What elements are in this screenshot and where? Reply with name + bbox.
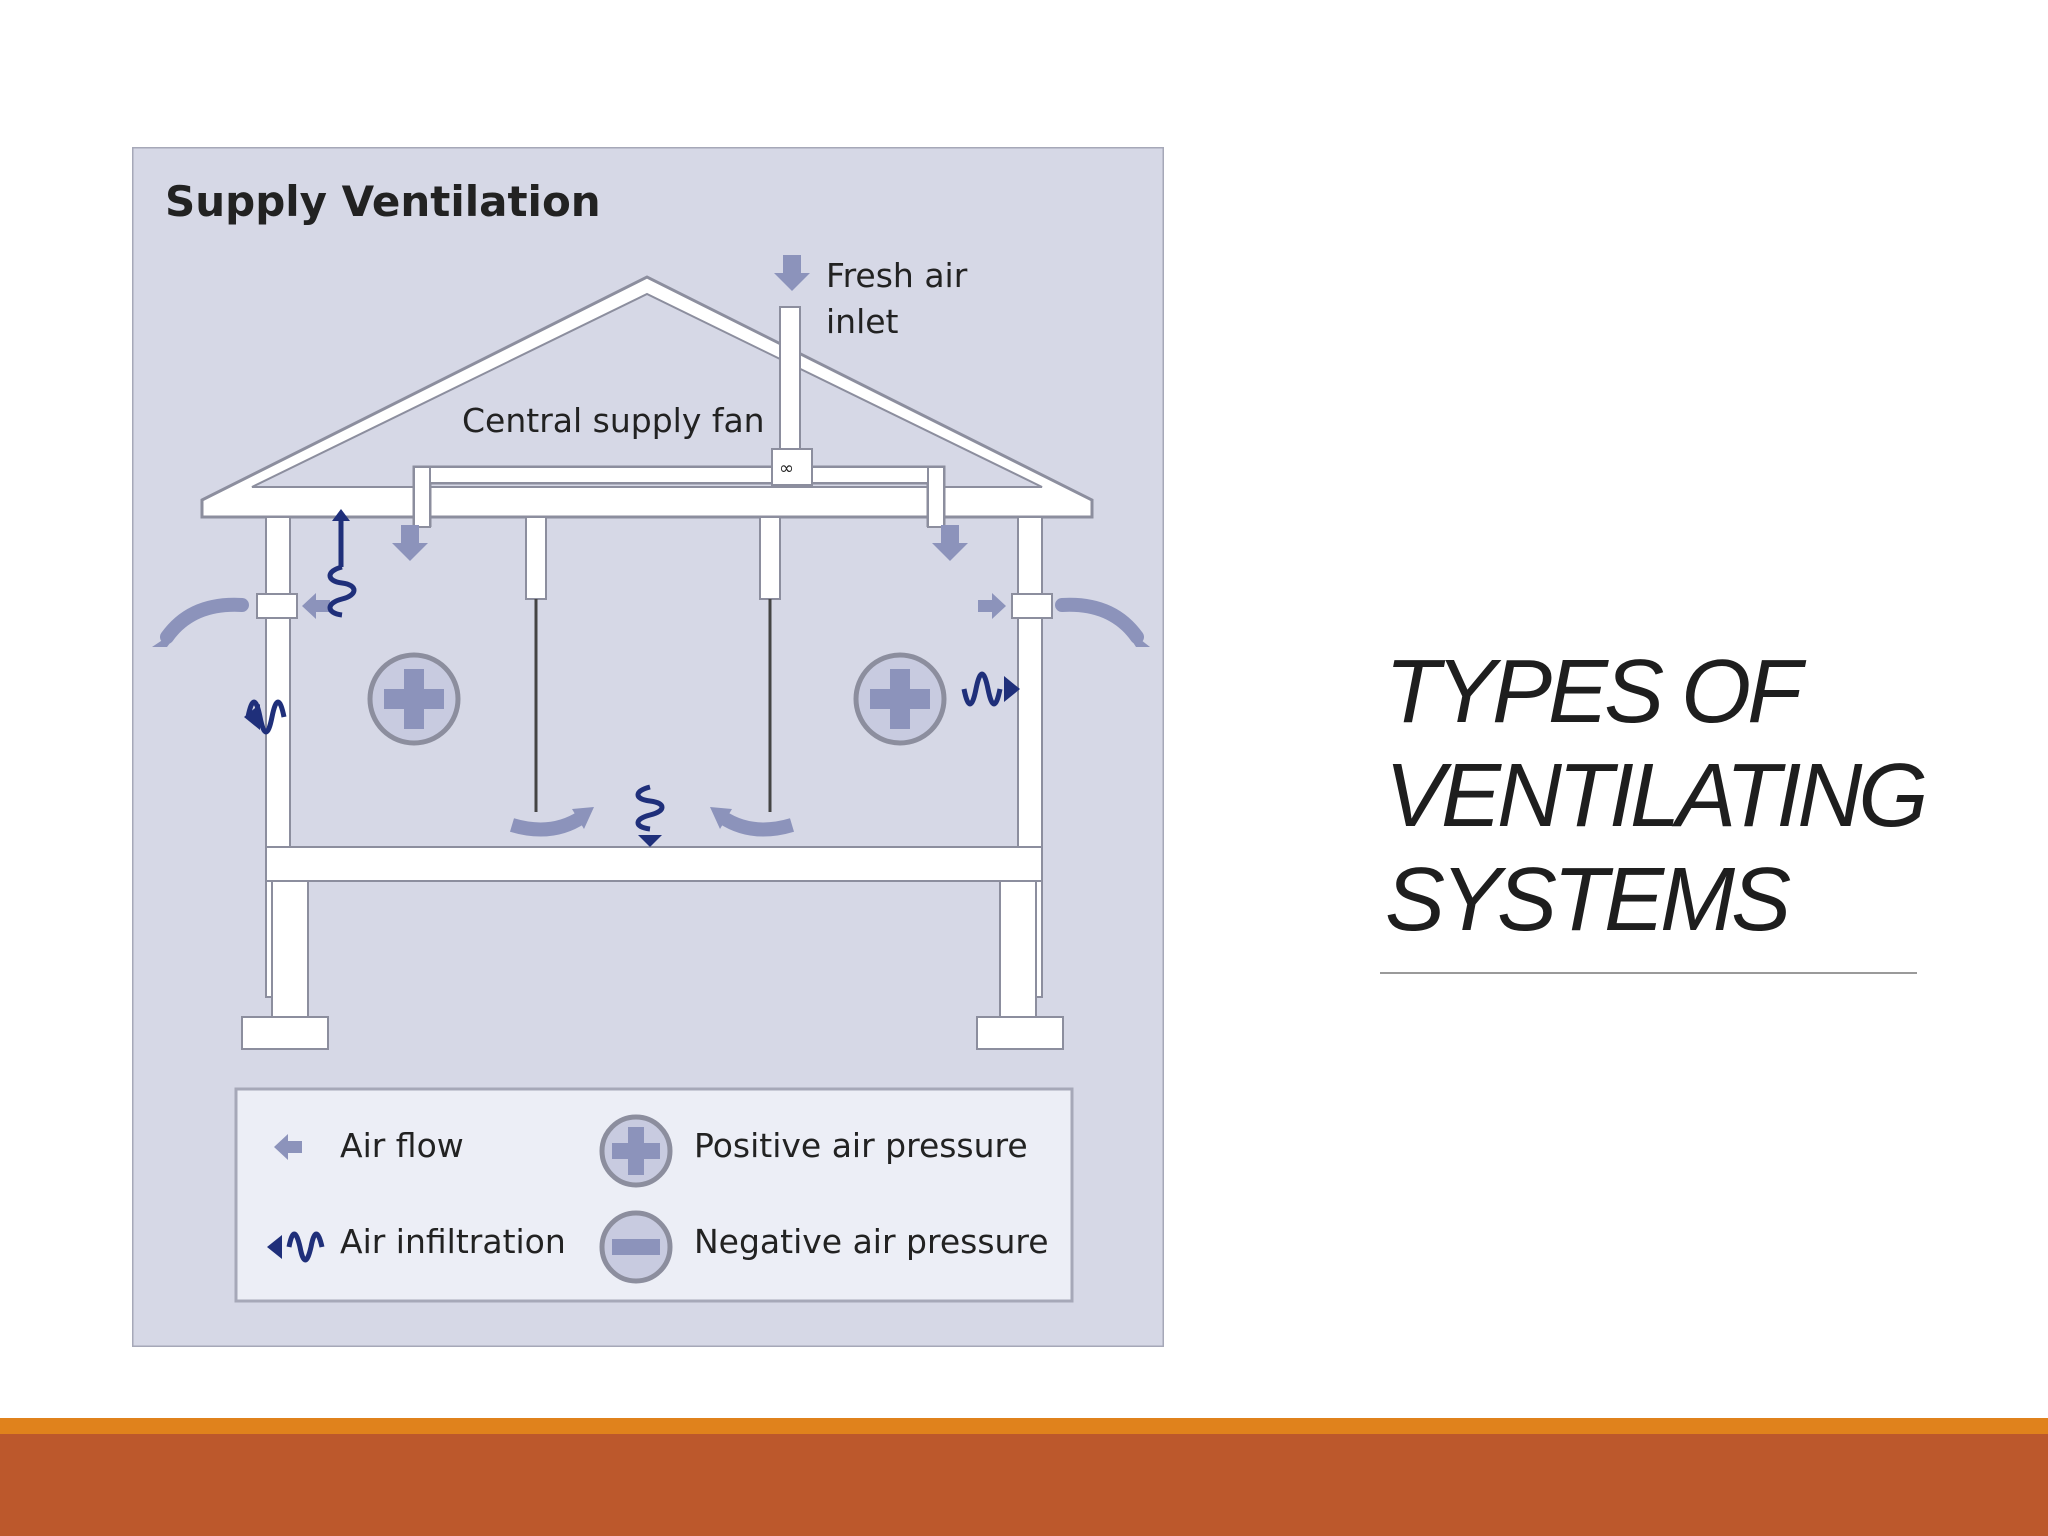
door-flow-left-icon [509, 811, 586, 837]
fresh-air-pipe [779, 306, 801, 458]
left-vent [256, 593, 298, 619]
slide-title-line: TYPES OF [1385, 642, 1802, 742]
central-fan-icon [771, 448, 813, 486]
legend-positive-pressure: Positive air pressure [694, 1126, 1028, 1165]
positive-pressure-legend-icon [599, 1114, 673, 1188]
right-post [999, 880, 1037, 1018]
positive-pressure-left-icon [367, 652, 461, 746]
slide-title: TYPES OF VENTILATING SYSTEMS [1385, 640, 1985, 952]
positive-pressure-right-icon [853, 652, 947, 746]
floor-infiltration-icon [635, 784, 665, 832]
fresh-air-label-2: inlet [826, 302, 899, 341]
right-vent [1011, 593, 1053, 619]
door-flow-right-icon [718, 811, 795, 837]
diagram-title: Supply Ventilation [165, 177, 601, 226]
air-infiltration-legend-icon [267, 1231, 325, 1263]
legend-negative-pressure: Negative air pressure [694, 1222, 1049, 1261]
left-post [271, 880, 309, 1018]
title-underline [1380, 972, 1917, 974]
upper-floor [265, 846, 1043, 882]
slide-title-line: VENTILATING [1385, 746, 1928, 846]
roof-infiltration-icon [327, 564, 357, 618]
negative-pressure-legend-icon [599, 1210, 673, 1284]
right-footing [976, 1016, 1064, 1050]
supply-ventilation-diagram: Supply Ventilation Fresh air inlet Centr… [132, 147, 1164, 1347]
exhaust-curve-left-icon [160, 597, 249, 644]
side-infiltration-right-icon [961, 671, 1003, 707]
svg-text:∞: ∞ [779, 458, 794, 479]
footer-band [0, 1434, 2048, 1536]
legend-air-infiltration: Air infiltration [340, 1222, 566, 1261]
left-footing [241, 1016, 329, 1050]
central-fan-label: Central supply fan [462, 401, 765, 440]
fresh-air-label-1: Fresh air [826, 256, 968, 295]
side-infiltration-left-icon [245, 699, 287, 735]
legend-air-flow: Air flow [340, 1126, 464, 1165]
footer-accent-stripe [0, 1418, 2048, 1434]
slide-title-line: SYSTEMS [1385, 850, 1791, 950]
exhaust-curve-right-icon [1055, 597, 1144, 644]
